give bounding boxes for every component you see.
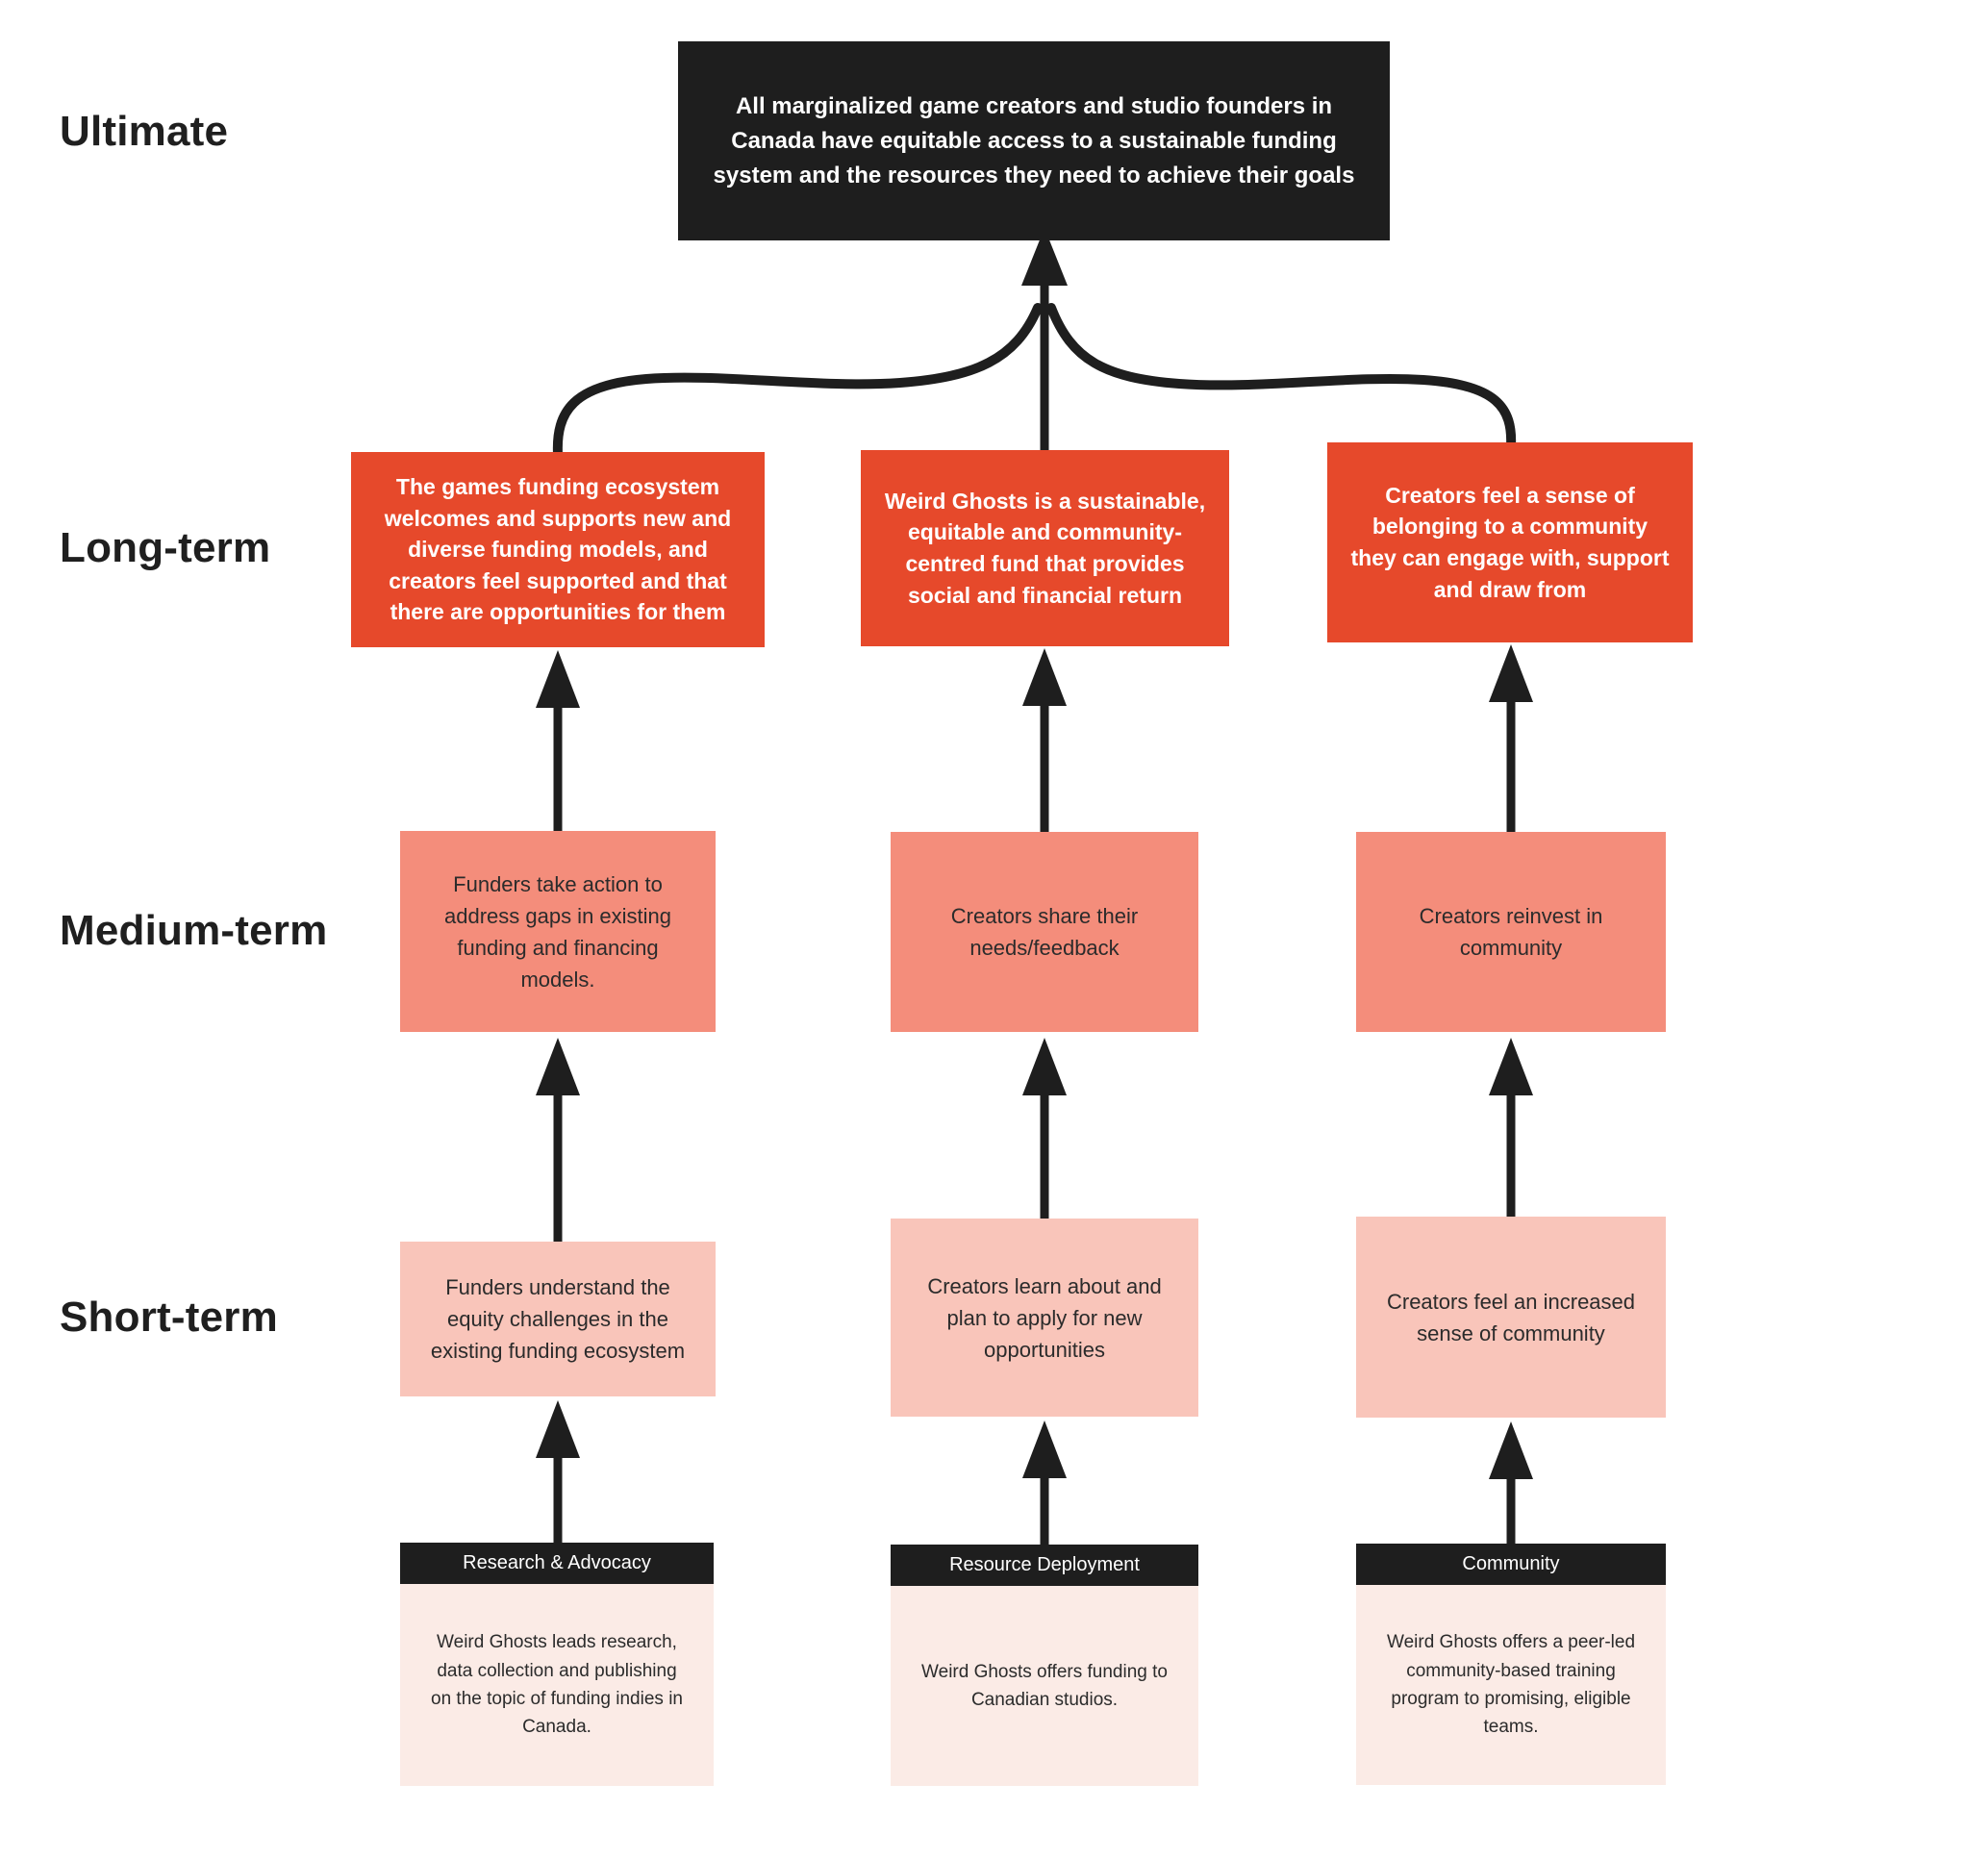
activity-box-community: Community Weird Ghosts offers a peer-led…	[1356, 1544, 1666, 1785]
activity-description: Weird Ghosts offers a peer-led community…	[1386, 1632, 1636, 1738]
activity-body: Weird Ghosts offers funding to Canadian …	[891, 1586, 1198, 1786]
short-term-text-col3: Creators feel an increased sense of comm…	[1386, 1289, 1636, 1345]
arrowhead-activity-to-short-col3	[1489, 1421, 1533, 1479]
merge-curve-right	[1046, 303, 1517, 451]
arrowhead-short-to-medium-col3	[1489, 1038, 1533, 1095]
activity-title: Resource Deployment	[949, 1554, 1140, 1575]
medium-term-text-col3: Creators reinvest in community	[1419, 904, 1603, 960]
medium-term-box-col3: Creators reinvest in community	[1356, 832, 1666, 1032]
long-term-box-col1: The games funding ecosystem welcomes and…	[351, 452, 765, 647]
medium-term-box-col1: Funders take action to address gaps in e…	[400, 831, 716, 1032]
short-term-box-col3: Creators feel an increased sense of comm…	[1356, 1217, 1666, 1418]
activity-box-research-advocacy: Research & Advocacy Weird Ghosts leads r…	[400, 1543, 714, 1786]
medium-term-text-col2: Creators share their needs/feedback	[950, 904, 1139, 960]
long-term-text-col2: Weird Ghosts is a sustainable, equitable…	[884, 488, 1206, 608]
activity-title: Community	[1462, 1553, 1560, 1574]
long-term-text-col1: The games funding ecosystem welcomes and…	[384, 473, 732, 625]
arrowhead-medium-to-long-col1	[536, 650, 580, 708]
short-term-text-col2: Creators learn about and plan to apply f…	[927, 1273, 1162, 1362]
activity-body: Weird Ghosts leads research, data collec…	[400, 1584, 714, 1786]
long-term-box-col2: Weird Ghosts is a sustainable, equitable…	[861, 450, 1229, 646]
arrowhead-activity-to-short-col2	[1022, 1420, 1067, 1478]
activity-description: Weird Ghosts offers funding to Canadian …	[921, 1661, 1168, 1710]
activity-header: Resource Deployment	[891, 1545, 1198, 1586]
short-term-text-col1: Funders understand the equity challenges…	[430, 1275, 686, 1363]
medium-term-box-col2: Creators share their needs/feedback	[891, 832, 1198, 1032]
row-label-short-term: Short-term	[60, 1294, 278, 1341]
arrowhead-short-to-medium-col2	[1022, 1038, 1067, 1095]
short-term-box-col1: Funders understand the equity challenges…	[400, 1242, 716, 1396]
row-label-medium-term: Medium-term	[60, 907, 328, 954]
short-term-box-col2: Creators learn about and plan to apply f…	[891, 1219, 1198, 1417]
activity-header: Research & Advocacy	[400, 1543, 714, 1584]
long-term-box-col3: Creators feel a sense of belonging to a …	[1327, 442, 1693, 642]
long-term-text-col3: Creators feel a sense of belonging to a …	[1350, 482, 1670, 602]
ultimate-outcome-text: All marginalized game creators and studi…	[713, 92, 1355, 189]
row-label-long-term: Long-term	[60, 524, 271, 571]
row-label-ultimate: Ultimate	[60, 108, 229, 155]
activity-description: Weird Ghosts leads research, data collec…	[431, 1632, 683, 1738]
ultimate-outcome-box: All marginalized game creators and studi…	[678, 41, 1390, 240]
arrowhead-medium-to-long-col3	[1489, 644, 1533, 702]
arrowhead-medium-to-long-col2	[1022, 648, 1067, 706]
merge-curve-left	[552, 303, 1043, 459]
activity-box-resource-deployment: Resource Deployment Weird Ghosts offers …	[891, 1545, 1198, 1786]
arrowhead-activity-to-short-col1	[536, 1400, 580, 1458]
activity-body: Weird Ghosts offers a peer-led community…	[1356, 1585, 1666, 1785]
medium-term-text-col1: Funders take action to address gaps in e…	[443, 871, 672, 992]
arrowhead-short-to-medium-col1	[536, 1038, 580, 1095]
activity-title: Research & Advocacy	[463, 1552, 651, 1573]
activity-header: Community	[1356, 1544, 1666, 1585]
